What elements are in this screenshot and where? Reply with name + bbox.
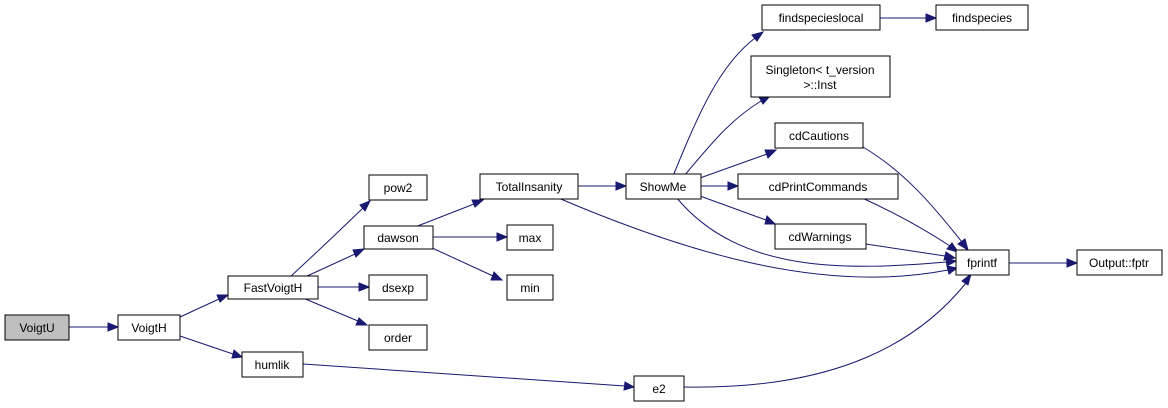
- node-order[interactable]: order: [368, 324, 428, 351]
- edge-showme-findspecieslocal: [672, 31, 765, 177]
- svg-text:humlik: humlik: [255, 358, 291, 372]
- node-voigtu: VoigtU: [4, 314, 70, 341]
- edge-voigth-fastvoigth: [179, 294, 230, 318]
- node-totalinsanity[interactable]: TotalInsanity: [479, 173, 579, 200]
- edge-dawson-max: [433, 232, 509, 242]
- edge-fastvoigth-pow2: [289, 200, 372, 278]
- svg-text:findspecies: findspecies: [952, 11, 1012, 25]
- svg-text:VoigtU: VoigtU: [19, 321, 54, 335]
- node-cdprintcommands[interactable]: cdPrintCommands: [737, 173, 899, 200]
- node-cdcautions[interactable]: cdCautions: [774, 122, 864, 149]
- svg-text:VoigtH: VoigtH: [131, 321, 166, 335]
- svg-text:fprintf: fprintf: [967, 256, 998, 270]
- node-voigth[interactable]: VoigtH: [117, 314, 181, 341]
- node-dawson[interactable]: dawson: [363, 225, 434, 250]
- node-fastvoigth[interactable]: FastVoigtH: [227, 275, 319, 300]
- edge-showme-cdwarnings: [699, 195, 777, 225]
- node-max[interactable]: max: [506, 224, 554, 251]
- svg-text:order: order: [384, 331, 412, 345]
- edge-dawson-min: [429, 246, 504, 281]
- node-showme[interactable]: ShowMe: [625, 173, 702, 200]
- edge-totalinsanity-showme: [578, 181, 628, 191]
- svg-text:cdCautions: cdCautions: [789, 129, 849, 143]
- svg-text:findspecieslocal: findspecieslocal: [779, 11, 864, 25]
- svg-text:Singleton< t_version: Singleton< t_version: [765, 63, 874, 77]
- svg-text:FastVoigtH: FastVoigtH: [244, 281, 303, 295]
- svg-text:>::Inst: >::Inst: [803, 78, 837, 92]
- svg-text:dsexp: dsexp: [382, 281, 414, 295]
- node-singleton[interactable]: Singleton< t_version >::Inst: [750, 55, 891, 98]
- svg-text:e2: e2: [652, 382, 666, 396]
- svg-text:max: max: [519, 231, 542, 245]
- edge-fastvoigth-dawson: [304, 248, 366, 278]
- svg-text:cdPrintCommands: cdPrintCommands: [769, 180, 868, 194]
- node-fprintf[interactable]: fprintf: [955, 249, 1010, 276]
- edge-totalinsanity-fprintf: [555, 196, 959, 278]
- edge-cdprintcommands-fprintf: [859, 196, 960, 253]
- node-cdwarnings[interactable]: cdWarnings: [774, 223, 867, 250]
- edge-humlik-e2: [302, 363, 636, 391]
- node-dsexp[interactable]: dsexp: [368, 274, 428, 301]
- edge-voigtu-voigth: [69, 322, 120, 332]
- node-findspecieslocal[interactable]: findspecieslocal: [761, 4, 881, 31]
- edge-showme-singleton: [683, 95, 772, 177]
- edge-showme-cdcautions: [699, 149, 778, 179]
- svg-text:TotalInsanity: TotalInsanity: [496, 180, 563, 194]
- edge-fastvoigth-order: [302, 297, 369, 326]
- edge-cdcautions-fprintf: [862, 146, 969, 252]
- node-pow2[interactable]: pow2: [368, 174, 428, 201]
- edge-voigth-humlik: [179, 335, 244, 359]
- node-e2[interactable]: e2: [633, 375, 685, 402]
- svg-text:min: min: [520, 281, 539, 295]
- svg-text:Output::fptr: Output::fptr: [1089, 256, 1149, 270]
- node-outputfptr[interactable]: Output::fptr: [1076, 249, 1163, 276]
- svg-text:ShowMe: ShowMe: [640, 180, 687, 194]
- node-min[interactable]: min: [506, 274, 554, 301]
- node-humlik[interactable]: humlik: [241, 351, 304, 378]
- svg-text:cdWarnings: cdWarnings: [789, 230, 852, 244]
- edge-findspecieslocal-findspecies: [880, 13, 938, 23]
- svg-text:dawson: dawson: [377, 231, 418, 245]
- edge-dawson-totalinsanity: [414, 199, 485, 228]
- edge-showme-fprintf: [675, 196, 958, 267]
- edge-e2-fprintf: [683, 272, 972, 388]
- edge-cdwarnings-fprintf: [865, 243, 957, 261]
- svg-text:pow2: pow2: [384, 181, 413, 195]
- edge-showme-cdprintcommands: [701, 181, 740, 191]
- edge-fastvoigth-dsexp: [318, 282, 371, 292]
- node-findspecies[interactable]: findspecies: [935, 4, 1029, 31]
- edge-fprintf-outputfptr: [1009, 258, 1079, 268]
